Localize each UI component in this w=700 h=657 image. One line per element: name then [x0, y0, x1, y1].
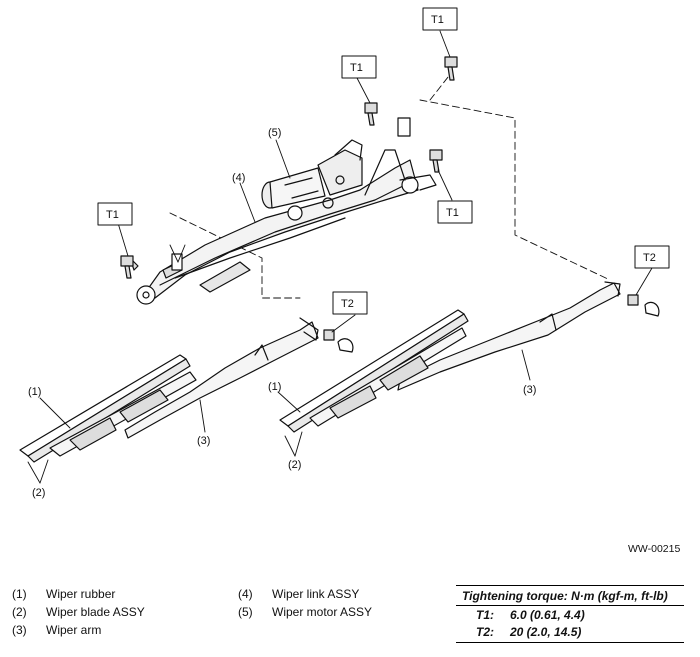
- t1-label-upper: T1: [350, 62, 363, 74]
- t2-label-left: T2: [341, 298, 354, 310]
- legend-num: (4): [238, 587, 253, 601]
- t1-label-top: T1: [431, 14, 444, 26]
- t1-label-right: T1: [446, 207, 459, 219]
- legend-label: Wiper motor ASSY: [272, 605, 373, 619]
- wiper-link-assy: [136, 117, 437, 305]
- callout-1-left: (1): [28, 386, 41, 398]
- legend-num: (2): [12, 605, 27, 619]
- torque-title: Tightening torque: N·m (kgf-m, ft-lb): [456, 586, 684, 606]
- callout-1-right: (1): [268, 381, 281, 393]
- torque-key: T1:: [476, 608, 494, 622]
- torque-value: 20 (2.0, 14.5): [510, 625, 582, 639]
- callout-2-right: (2): [288, 459, 301, 471]
- torque-value: 6.0 (0.61, 4.4): [510, 608, 585, 622]
- callout-3-left: (3): [197, 435, 210, 447]
- wiper-blade-right: [279, 309, 469, 433]
- callout-2-left: (2): [32, 487, 45, 499]
- callout-4: (4): [232, 172, 245, 184]
- legend-label: Wiper link ASSY: [272, 587, 360, 601]
- legend-item-3: (3) Wiper arm: [12, 623, 101, 637]
- legend-label: Wiper arm: [46, 623, 102, 637]
- legend-label: Wiper blade ASSY: [46, 605, 145, 619]
- legend-num: (5): [238, 605, 253, 619]
- legend-item-4: (4) Wiper link ASSY: [238, 587, 359, 601]
- callout-5: (5): [268, 127, 281, 139]
- wiper-motor-assy: [261, 139, 363, 209]
- legend-num: (3): [12, 623, 27, 637]
- torque-table: Tightening torque: N·m (kgf-m, ft-lb) T1…: [456, 585, 684, 643]
- legend-label: Wiper rubber: [46, 587, 116, 601]
- t1-label-left: T1: [106, 209, 119, 221]
- wiper-exploded-diagram: T1 T1 T1 T1 T2 T2 (5) (4) (1) (2) (3) (1…: [19, 7, 680, 555]
- wiper-blade-left: [19, 354, 197, 463]
- legend-item-1: (1) Wiper rubber: [12, 587, 115, 601]
- guide-lines: [169, 71, 611, 299]
- nuts-t2: [323, 294, 660, 353]
- t2-label-right: T2: [643, 252, 656, 264]
- legend-item-2: (2) Wiper blade ASSY: [12, 605, 145, 619]
- torque-row-t1: T1: 6.0 (0.61, 4.4): [456, 606, 684, 623]
- legend-num: (1): [12, 587, 27, 601]
- torque-boxes: [97, 7, 670, 315]
- wiper-arm-right: [397, 281, 621, 391]
- callout-3-right: (3): [523, 384, 536, 396]
- wiper-arm-left: [124, 317, 319, 439]
- legend-item-5: (5) Wiper motor ASSY: [238, 605, 372, 619]
- bolts-t1: [120, 56, 458, 279]
- torque-key: T2:: [476, 625, 494, 639]
- torque-row-t2: T2: 20 (2.0, 14.5): [456, 623, 684, 640]
- leader-lines: [27, 30, 653, 484]
- diagram-code: WW-00215: [628, 543, 680, 555]
